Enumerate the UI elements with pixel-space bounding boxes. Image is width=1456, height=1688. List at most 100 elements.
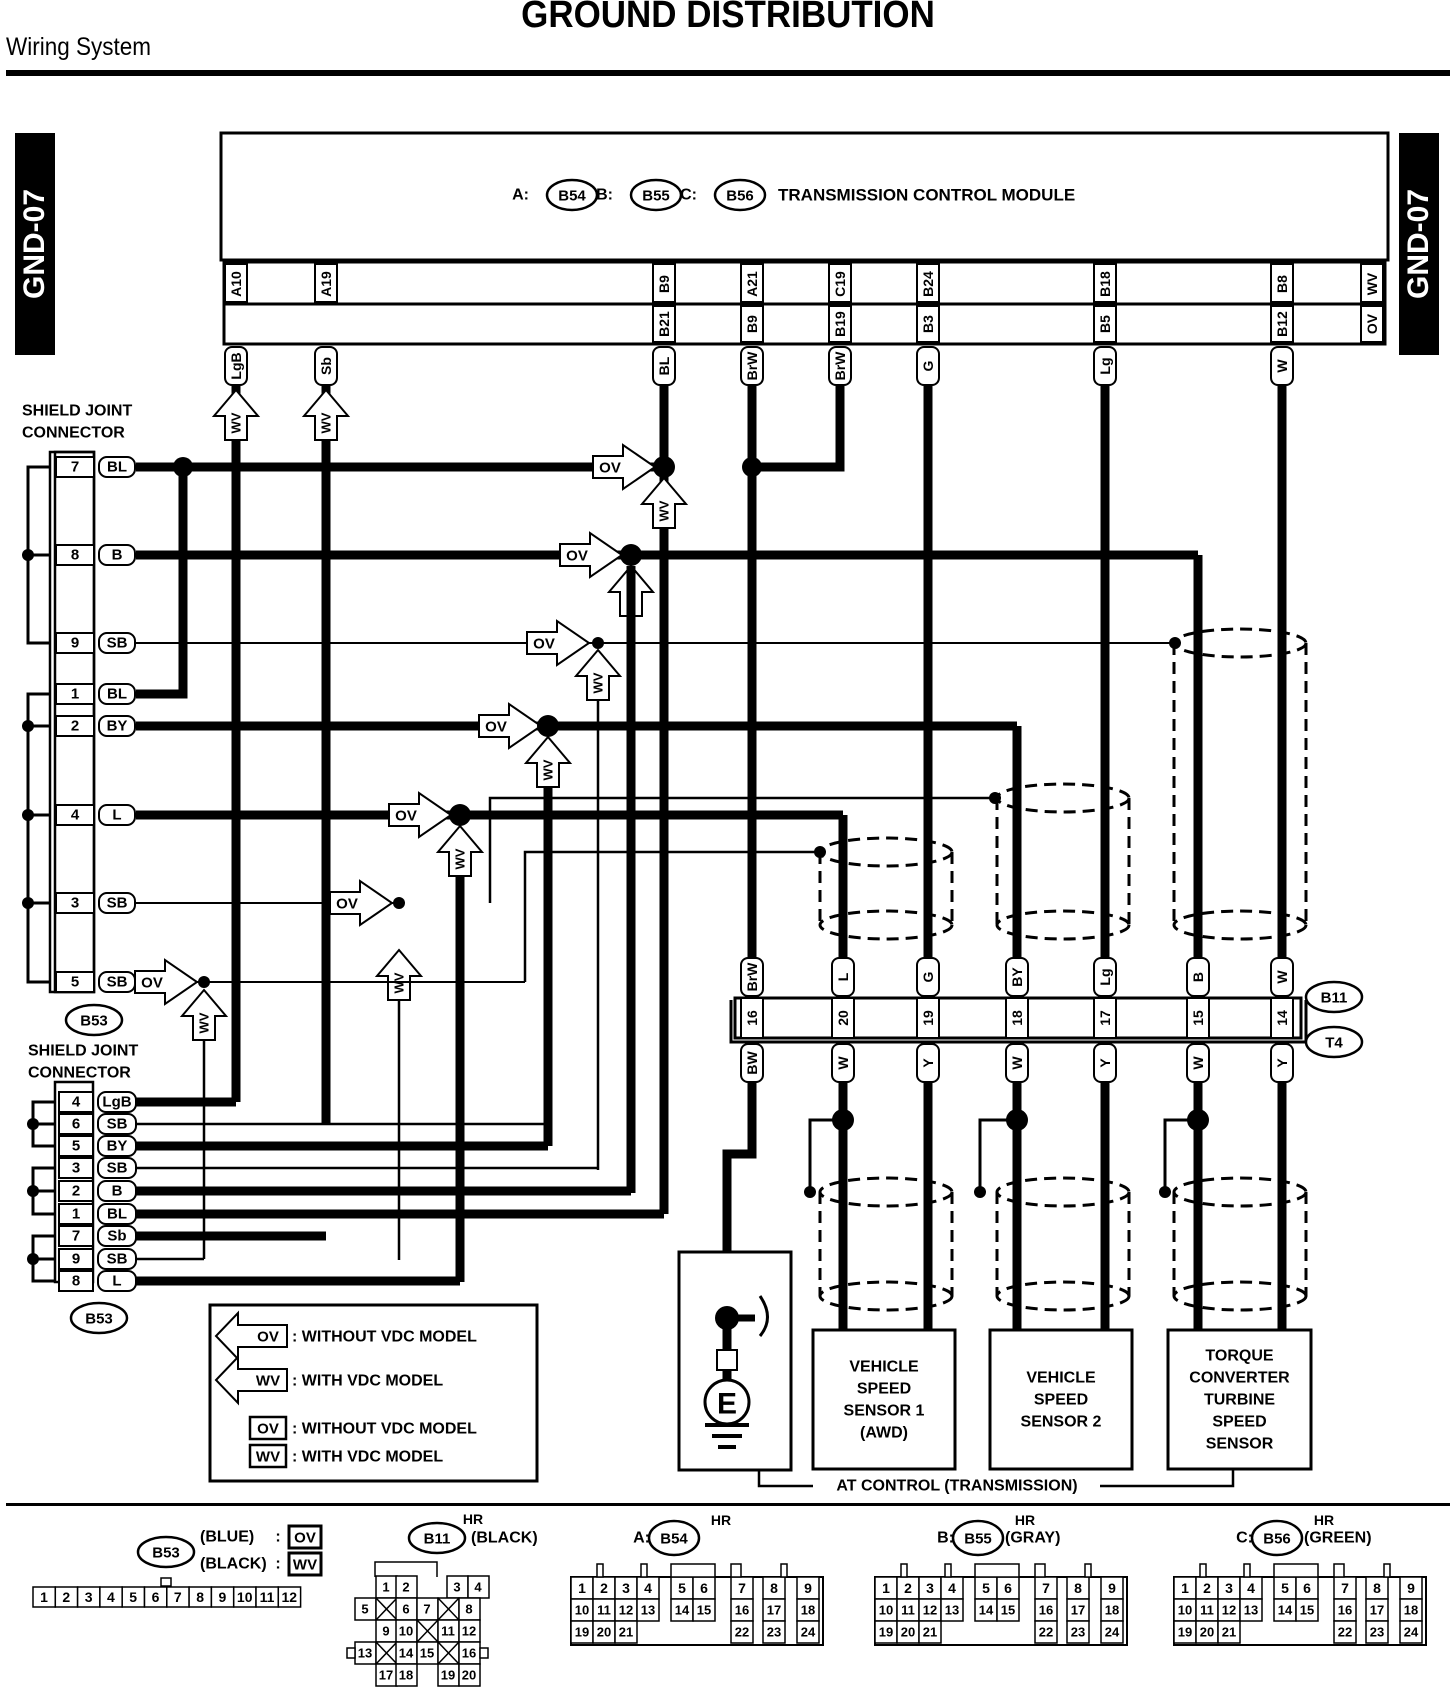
shield-bracket-dot bbox=[22, 809, 34, 821]
splice-dot bbox=[620, 544, 642, 566]
b11-view-pin-number: 2 bbox=[402, 1580, 409, 1595]
b11-id-oval bbox=[1304, 980, 1364, 1014]
b56-view-pin-number: 2 bbox=[1203, 1580, 1211, 1596]
b11-view-blank-icon bbox=[416, 1619, 439, 1643]
b11-view-pin-number: 4 bbox=[474, 1580, 482, 1595]
t4-id: T4 bbox=[1325, 1035, 1343, 1052]
b56-view-pin-number: 23 bbox=[1370, 1625, 1384, 1640]
lower-pin-wire-color: BL bbox=[107, 1206, 127, 1223]
wv-flag: WV bbox=[301, 388, 351, 441]
lower-pin-number: 6 bbox=[72, 1116, 80, 1133]
t4-wire-color: Y bbox=[920, 1058, 936, 1068]
b11-view-pin-number: 11 bbox=[441, 1624, 455, 1639]
lower-pin-wire-color: Sb bbox=[107, 1228, 126, 1245]
b55-view-pin-number: 11 bbox=[901, 1603, 915, 1618]
shield-joint-title-upper-2: CONNECTOR bbox=[22, 425, 125, 442]
b11-pin-number: 15 bbox=[1190, 1010, 1206, 1026]
tcm-wire-color-tag bbox=[916, 346, 940, 386]
b11-view-pin-number: 17 bbox=[379, 1668, 393, 1683]
b54-view-pin-number: 22 bbox=[735, 1625, 749, 1640]
sensor-label-line: SPEED bbox=[1034, 1392, 1088, 1409]
upper-pin-cell bbox=[55, 715, 95, 737]
b56-view-pin-number: 13 bbox=[1244, 1603, 1258, 1618]
b11-view-blank-icon bbox=[437, 1641, 460, 1665]
b11-view-pin-number: 8 bbox=[465, 1602, 472, 1617]
ov-flag-label: OV bbox=[336, 896, 358, 913]
b55-view-pin-number: 21 bbox=[923, 1625, 937, 1640]
b55-view-pin bbox=[918, 1620, 942, 1644]
b54-view-prefix: A: bbox=[633, 1530, 650, 1547]
b53-view-pin-number: 4 bbox=[107, 1589, 115, 1605]
b54-view-pin-number: 13 bbox=[641, 1603, 655, 1618]
b11-view-key bbox=[374, 1561, 438, 1577]
upper-pin-wire-color: BL bbox=[107, 686, 127, 703]
tcm-pin-cell bbox=[1270, 263, 1294, 303]
tcm-pin-cell bbox=[916, 263, 940, 303]
b55-view-pin bbox=[996, 1598, 1020, 1622]
b53-view-id: B53 bbox=[152, 1545, 180, 1562]
shield-drain-dot bbox=[1159, 1186, 1171, 1198]
b56-view-latch bbox=[1199, 1563, 1207, 1578]
b11-view-pin-number: 6 bbox=[402, 1602, 409, 1617]
b55-view-pin-number: 24 bbox=[1105, 1625, 1120, 1640]
b11-view-pin-number: 3 bbox=[453, 1580, 460, 1595]
b55-view-pin-number: 8 bbox=[1074, 1580, 1082, 1596]
b53-view-pin-number: 7 bbox=[174, 1589, 182, 1605]
upper-pin-number: 1 bbox=[71, 686, 79, 703]
b11-wire-color: G bbox=[920, 971, 936, 982]
tcm-connector-prefix: A: bbox=[512, 187, 529, 204]
b11-view-blank-icon bbox=[437, 1597, 460, 1621]
shield-bracket-dot bbox=[22, 897, 34, 909]
legend-text: : WITHOUT VDC MODEL bbox=[292, 1421, 477, 1438]
tcm-pin-cell bbox=[740, 305, 764, 343]
lower-pin-wire-color: SB bbox=[107, 1116, 128, 1133]
splice-dot bbox=[742, 457, 762, 477]
b53-view-pin-number: 6 bbox=[152, 1589, 160, 1605]
tcm-connector-id: B55 bbox=[642, 188, 670, 205]
b11-id: B11 bbox=[1321, 990, 1348, 1007]
tcm-pin-bottom: B5 bbox=[1097, 315, 1113, 333]
tcm-connector-id: B56 bbox=[726, 188, 754, 205]
b55-view-prefix: B: bbox=[937, 1530, 954, 1547]
lower-pin-cell bbox=[58, 1225, 94, 1247]
shield-tail-icon bbox=[758, 1295, 769, 1337]
upper-pin-wire-color: SB bbox=[107, 974, 128, 991]
ov-flag: OV bbox=[592, 443, 657, 491]
tcm-pin-top: A19 bbox=[318, 271, 334, 297]
b53-view-code: WV bbox=[293, 1557, 317, 1574]
b56-view-pin bbox=[1295, 1598, 1319, 1622]
b11-view-id: B11 bbox=[424, 1531, 451, 1548]
upper-pin-cell bbox=[55, 544, 95, 566]
b53-view-pin-number: 11 bbox=[260, 1589, 275, 1605]
legend-code: OV bbox=[257, 1329, 279, 1346]
shield-bracket-dot bbox=[22, 720, 34, 732]
tcm-pin-bottom: B9 bbox=[744, 315, 760, 333]
legend-code: WV bbox=[256, 1449, 280, 1466]
b54-view-latch bbox=[780, 1563, 788, 1578]
b53-view-pin-number: 8 bbox=[196, 1589, 204, 1605]
wv-arrow-icon bbox=[301, 388, 351, 441]
lower-pin-cell bbox=[58, 1157, 94, 1179]
tcm-wire-color-tag bbox=[1093, 346, 1117, 386]
lower-pin-wire-color-tag bbox=[97, 1135, 137, 1157]
ov-flag: OV bbox=[478, 702, 543, 750]
tcm-wire-color: Sb bbox=[318, 357, 334, 375]
b11-view-color: (BLACK) bbox=[471, 1530, 538, 1547]
tcm-pin-cell bbox=[828, 305, 852, 343]
upper-pin-cell bbox=[55, 971, 95, 993]
b11-pin-cell bbox=[916, 997, 940, 1039]
b53-view-code: OV bbox=[294, 1530, 316, 1547]
b11-view-latch bbox=[346, 1647, 356, 1659]
tcm-pin-top: B8 bbox=[1274, 275, 1290, 293]
tcm-wire-color-tag bbox=[652, 346, 676, 386]
lower-pin-wire-color-tag bbox=[97, 1203, 137, 1225]
tcm-pin-cell bbox=[1093, 305, 1117, 343]
b55-view-pin bbox=[1066, 1620, 1090, 1644]
lower-pin-wire-color: SB bbox=[107, 1251, 128, 1268]
b54-view-latch bbox=[596, 1563, 604, 1578]
tcm-wire-color: BrW bbox=[832, 351, 848, 381]
tcm-pin-cell bbox=[916, 305, 940, 343]
ov-flag-label: OV bbox=[566, 548, 588, 565]
b53-view-latch bbox=[160, 1577, 172, 1587]
